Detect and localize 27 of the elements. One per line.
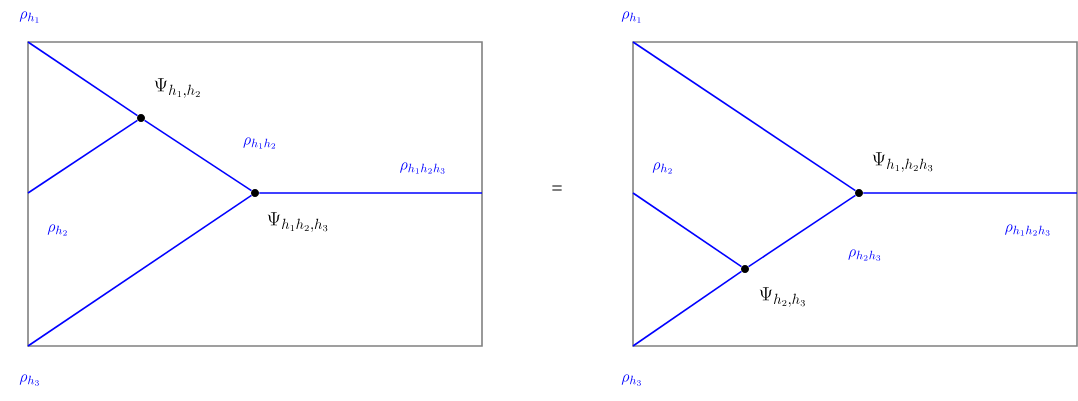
line bbox=[27, 41, 139, 117]
vertex-label: $\Psi_{h_1,h_2h_3}$ bbox=[872, 152, 933, 172]
line bbox=[632, 192, 743, 268]
edge-label: $\rho_{h_2}$ bbox=[47, 224, 67, 236]
vertex-label: $\Psi_{h_1,h_2}$ bbox=[154, 78, 200, 98]
edge-label: $\rho_{h_1h_2h_3}$ bbox=[1005, 224, 1050, 236]
equals-sign: = bbox=[552, 185, 562, 191]
vertex-label: $\Psi_{h_2,h_3}$ bbox=[759, 287, 805, 307]
edge-label: $\rho_{h_2}$ bbox=[652, 162, 672, 174]
edge-label: $\rho_{h_1h_2h_3}$ bbox=[400, 162, 445, 174]
line bbox=[27, 194, 253, 347]
vertex-label: $\Psi_{h_1h_2,h_3}$ bbox=[267, 212, 328, 232]
edge-label: $\rho_{h_1}$ bbox=[621, 11, 641, 23]
frame-box bbox=[27, 41, 483, 347]
line bbox=[143, 119, 253, 192]
line bbox=[747, 194, 857, 268]
line bbox=[27, 119, 139, 194]
frame-box bbox=[632, 41, 1078, 347]
edge-label: $\rho_{h_1h_2}$ bbox=[243, 137, 276, 149]
edge-label: $\rho_{h_3}$ bbox=[621, 374, 641, 386]
line bbox=[862, 192, 1078, 194]
edge-label: $\rho_{h_2h_3}$ bbox=[848, 249, 881, 261]
edge-label: $\rho_{h_3}$ bbox=[19, 374, 39, 386]
line bbox=[632, 41, 857, 192]
edge-label: $\rho_{h_1}$ bbox=[19, 11, 39, 23]
line bbox=[258, 192, 483, 194]
line bbox=[632, 270, 743, 347]
